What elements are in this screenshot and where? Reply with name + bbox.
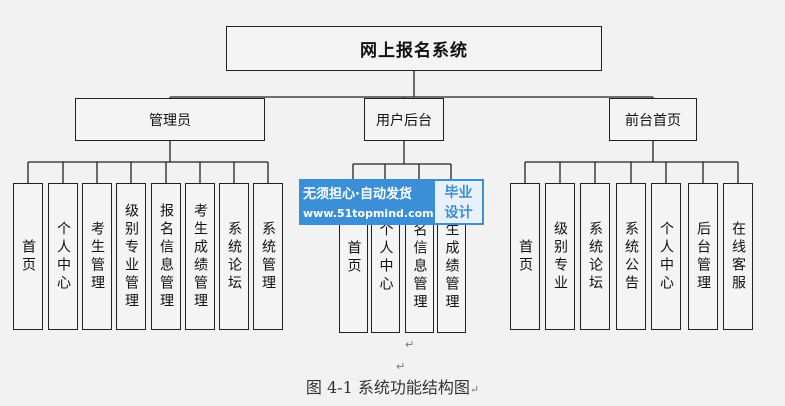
leaf-node-label: 系统论坛 [587, 220, 604, 293]
leaf-node: 个人中心 [48, 183, 78, 330]
leaf-node: 系统管理 [253, 183, 283, 330]
leaf-node: 首页 [13, 183, 43, 330]
leaf-node: 考生管理 [82, 183, 112, 330]
leaf-node-label: 系统论坛 [226, 220, 243, 293]
group-node-frontend-home-label: 前台首页 [625, 112, 681, 129]
leaf-node-label: 个人中心 [658, 220, 675, 293]
root-node: 网上报名系统 [226, 26, 602, 71]
leaf-node: 报名信息管理 [151, 183, 181, 330]
leaf-node-label: 首页 [517, 238, 534, 275]
leaf-node: 级别专业管理 [116, 183, 146, 330]
paragraph-mark: ↵ [405, 338, 415, 351]
leaf-node: 个人中心 [651, 183, 681, 330]
leaf-node-label: 个人中心 [55, 220, 72, 293]
watermark-badge-line2: 设计 [444, 205, 473, 221]
paragraph-mark: ↵ [469, 383, 480, 396]
leaf-node: 级别专业 [545, 183, 575, 330]
figure-caption-text: 图 4-1 系统功能结构图 [305, 378, 470, 397]
leaf-node: 系统论坛 [219, 183, 249, 330]
group-node-admin: 管理员 [75, 98, 265, 141]
leaf-node-label: 考生管理 [89, 220, 106, 293]
group-node-user-backend: 用户后台 [364, 98, 444, 141]
figure-caption: 图 4-1 系统功能结构图↵ [0, 374, 785, 398]
leaf-node-label: 系统公告 [623, 220, 640, 293]
root-node-label: 网上报名系统 [360, 41, 468, 61]
watermark-slogan: 无须担心·自动发货 [303, 187, 412, 202]
leaf-node-label: 级别专业管理 [123, 202, 140, 311]
leaf-node: 考生成绩管理 [185, 183, 215, 330]
watermark-badge: 毕业 设计 [433, 179, 484, 225]
leaf-node-label: 考生成绩管理 [192, 202, 209, 311]
leaf-node: 首页 [510, 183, 540, 330]
group-node-user-backend-label: 用户后台 [376, 112, 432, 129]
leaf-node: 系统论坛 [580, 183, 610, 330]
leaf-node: 系统公告 [616, 183, 646, 330]
leaf-node-label: 报名信息管理 [411, 204, 428, 312]
watermark-badge-line1: 毕业 [444, 185, 473, 201]
leaf-node-label: 在线客服 [730, 220, 747, 293]
paragraph-mark: ↵ [396, 360, 406, 373]
leaf-node-label: 首页 [20, 238, 37, 275]
group-node-admin-label: 管理员 [149, 112, 191, 129]
leaf-node-label: 个人中心 [377, 222, 394, 294]
leaf-node: 后台管理 [688, 183, 718, 330]
leaf-node-label: 考生成绩管理 [443, 204, 460, 312]
leaf-node-label: 后台管理 [695, 220, 712, 293]
leaf-node-label: 报名信息管理 [158, 202, 175, 311]
group-node-frontend-home: 前台首页 [609, 98, 697, 141]
leaf-node-label: 首页 [345, 240, 362, 276]
watermark-text-block: 无须担心·自动发货 www.51topmind.com [299, 179, 434, 225]
leaf-node-label: 系统管理 [260, 220, 277, 293]
leaf-node: 在线客服 [723, 183, 753, 330]
leaf-node-label: 级别专业 [552, 220, 569, 293]
watermark-url: www.51topmind.com [303, 207, 434, 220]
watermark: 无须担心·自动发货 www.51topmind.com 毕业 设计 [299, 179, 484, 225]
